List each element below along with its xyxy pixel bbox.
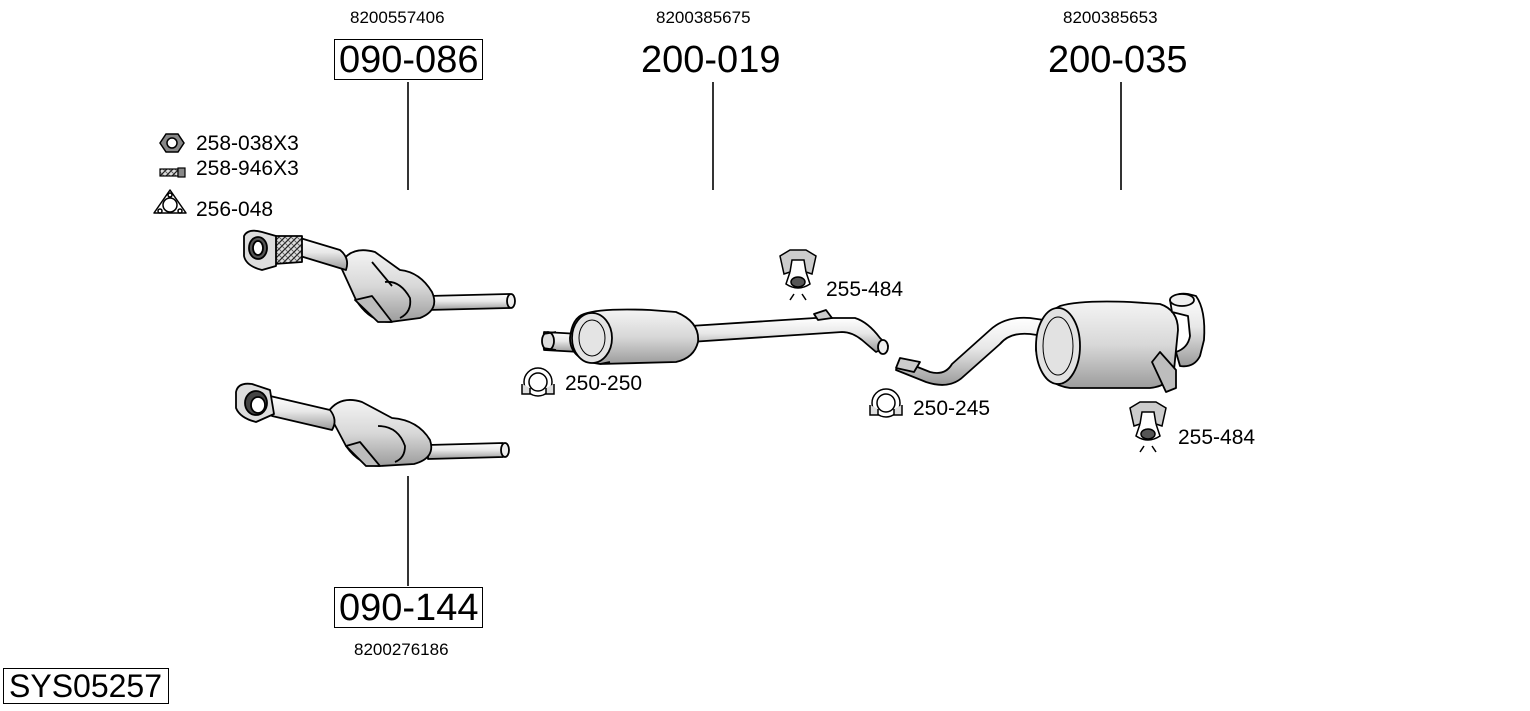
- accessory-label[interactable]: 250-245: [913, 397, 991, 420]
- middle-silencer: [541, 308, 889, 365]
- accessory-label[interactable]: 258-038X3: [196, 132, 299, 155]
- part-number[interactable]: 090-086: [334, 39, 484, 80]
- leader-lines: [407, 82, 1122, 586]
- clamp-icon: [521, 367, 555, 397]
- catalytic-converter-upper: [243, 229, 516, 323]
- accessory-label[interactable]: 256-048: [196, 198, 274, 221]
- catalytic-converter-lower: [235, 382, 510, 467]
- accessory-label[interactable]: 255-484: [1178, 426, 1256, 449]
- rubber-hanger-icon: [1129, 401, 1167, 453]
- rubber-hanger-icon: [779, 249, 817, 301]
- accessory-label[interactable]: 250-250: [565, 372, 643, 395]
- oem-number: 8200385653: [1063, 8, 1158, 27]
- part-number[interactable]: 200-019: [641, 39, 781, 81]
- rear-silencer: [895, 292, 1206, 393]
- system-id: SYS05257: [3, 668, 170, 704]
- oem-number: 8200385675: [656, 8, 751, 27]
- accessory-label[interactable]: 258-946X3: [196, 157, 299, 180]
- accessory-label[interactable]: 255-484: [826, 278, 904, 301]
- oem-number: 8200276186: [354, 640, 449, 659]
- nut-icon: [159, 133, 185, 153]
- gasket-icon: [153, 189, 187, 214]
- clamp-icon: [869, 388, 903, 418]
- part-number[interactable]: 200-035: [1048, 39, 1188, 81]
- bolt-icon: [159, 167, 186, 178]
- part-number[interactable]: 090-144: [334, 587, 484, 628]
- oem-number: 8200557406: [350, 8, 445, 27]
